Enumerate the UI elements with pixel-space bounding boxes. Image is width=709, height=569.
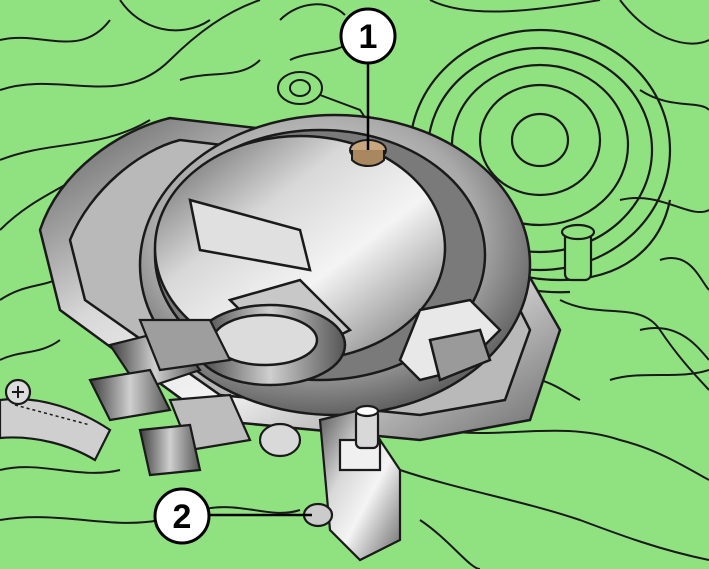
leader-lines — [210, 60, 370, 517]
callout-1-circle — [339, 7, 397, 65]
fittings — [88, 318, 302, 477]
callout-2: 2 — [153, 487, 211, 545]
callout-1-label: 1 — [359, 18, 378, 56]
pulley-drum — [138, 113, 532, 417]
sensor-bracket — [302, 404, 402, 562]
hose-clamp — [0, 378, 112, 462]
callout-2-circle — [153, 487, 211, 545]
callout-2-label: 2 — [173, 498, 192, 536]
callout-1: 1 — [339, 7, 397, 65]
